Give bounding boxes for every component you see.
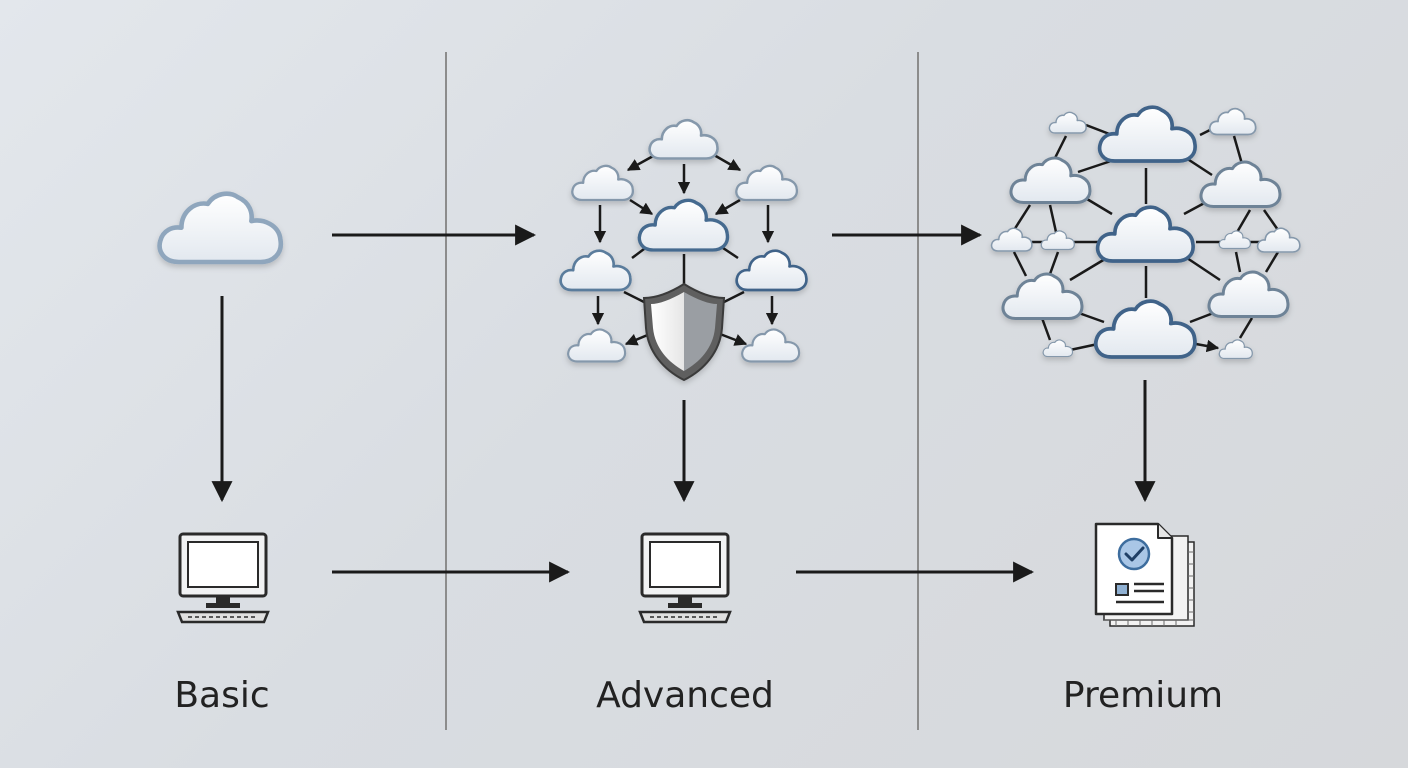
- check-badge-icon: [1117, 537, 1151, 571]
- advanced-cloud-network-icon: [559, 118, 808, 382]
- premium-cloud-mesh-icon: [990, 105, 1301, 360]
- tier-label-basic: Basic: [174, 675, 269, 716]
- basic-cloud-icon: [160, 194, 281, 262]
- tier-label-advanced: Advanced: [596, 675, 774, 716]
- tier-label-premium: Premium: [1063, 675, 1223, 716]
- document-check-icon: [1094, 522, 1195, 627]
- advanced-computer-icon: [638, 532, 732, 624]
- basic-computer-icon: [176, 532, 270, 624]
- shield-icon: [642, 282, 726, 382]
